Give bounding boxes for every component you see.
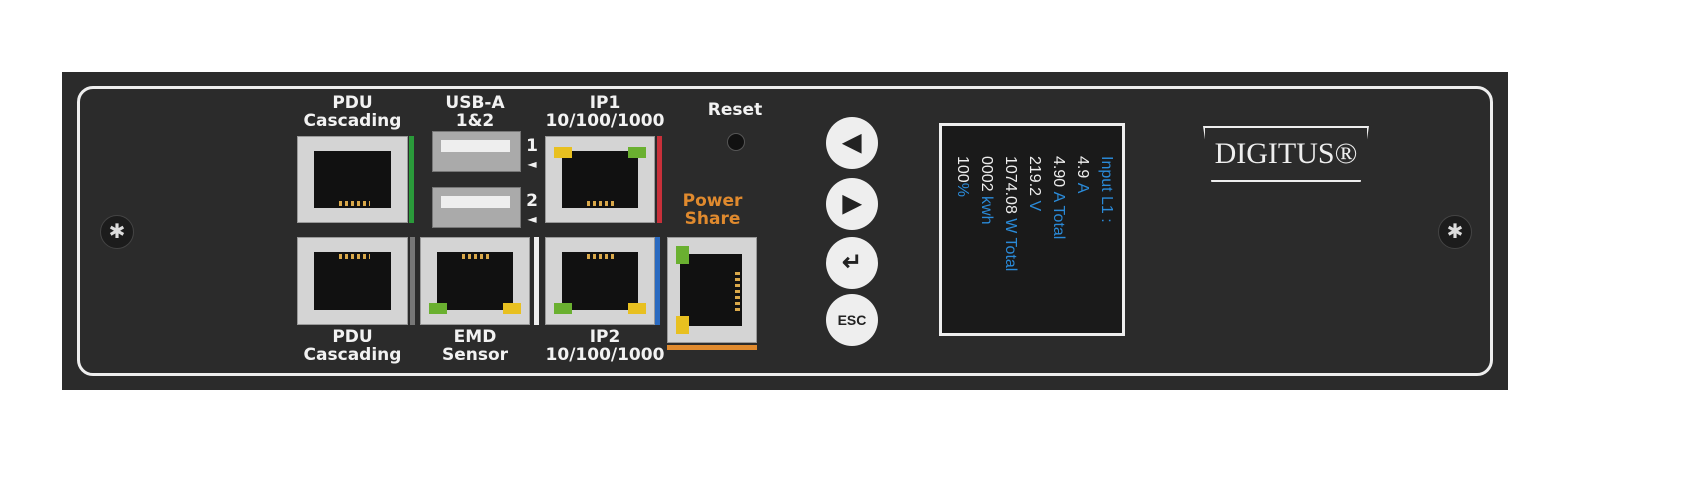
port-pins — [339, 201, 370, 206]
activity-led — [628, 303, 646, 314]
activity-led — [628, 147, 646, 158]
unit: kwh — [978, 196, 995, 225]
display-line: 219.2 V — [1022, 156, 1046, 271]
label-line: 10/100/1000 — [545, 345, 665, 365]
display-title: Input L1 : — [1098, 156, 1115, 223]
link-led — [554, 147, 572, 158]
value: 0002 — [978, 156, 995, 192]
pdu-cascading-port-top[interactable] — [297, 136, 408, 223]
display-line: 1074.08 W Total — [998, 156, 1022, 271]
pdu-cascading-port-bottom[interactable] — [297, 237, 408, 325]
display-line: 0002 kwh — [974, 156, 998, 271]
usb-1-label: 1 — [526, 136, 538, 156]
left-button[interactable]: ◀ — [826, 117, 878, 169]
label-line: 10/100/1000 — [545, 111, 665, 131]
usb-arrow-icon: ◄ — [527, 157, 537, 171]
right-button[interactable]: ▶ — [826, 178, 878, 230]
label-line: IP1 — [589, 93, 621, 113]
ip2-port[interactable] — [545, 237, 655, 325]
port-socket — [680, 254, 742, 326]
value: 219.2 — [1026, 156, 1043, 197]
port-indicator-green — [409, 136, 414, 223]
lcd-display: Input L1 : 4.9 A 4.90 A Total 219.2 V 10… — [939, 123, 1125, 336]
enter-button[interactable]: ↵ — [826, 237, 878, 289]
port-pins — [587, 254, 618, 259]
usb-port-1[interactable] — [432, 131, 521, 172]
port-pins — [462, 254, 493, 259]
port-indicator-red — [657, 136, 662, 223]
digitus-logo: DIGITUS® — [1203, 126, 1369, 182]
port-pins — [587, 201, 618, 206]
value: 100 — [954, 156, 971, 183]
label-line: IP2 — [589, 327, 621, 347]
unit: A Total — [1050, 191, 1067, 240]
pdu-front-panel — [62, 72, 1508, 390]
link-led — [429, 303, 447, 314]
label-line: USB-A — [445, 93, 505, 113]
port-indicator-white — [534, 237, 539, 325]
unit: % — [954, 182, 971, 197]
ip1-port[interactable] — [545, 136, 655, 223]
label-line: PDU — [332, 327, 373, 347]
label-line: 1&2 — [455, 111, 495, 131]
power-share-port[interactable] — [667, 237, 757, 343]
unit: A — [1074, 182, 1091, 194]
label-line: Cascading — [303, 111, 402, 131]
label-line: Cascading — [303, 345, 402, 365]
port-socket — [314, 252, 391, 310]
value: 4.9 — [1074, 156, 1091, 179]
usb-slot — [441, 196, 510, 208]
value: 1074.08 — [1002, 156, 1019, 214]
display-line: 100% — [950, 156, 974, 271]
emd-sensor-port[interactable] — [420, 237, 530, 325]
label-line: Sensor — [441, 345, 509, 365]
panel-frame — [77, 86, 1493, 376]
esc-button[interactable]: ESC — [826, 294, 878, 346]
usb-arrow-icon: ◄ — [527, 212, 537, 226]
screw-icon: ✱ — [100, 215, 134, 249]
usb-slot — [441, 140, 510, 152]
value: 4.90 — [1050, 156, 1067, 188]
port-pins — [339, 254, 370, 259]
port-indicator-blue — [655, 237, 660, 325]
display-readout: Input L1 : 4.9 A 4.90 A Total 219.2 V 10… — [950, 156, 1118, 271]
activity-led — [676, 316, 689, 334]
port-socket — [314, 151, 391, 208]
usb-port-2[interactable] — [432, 187, 521, 228]
label-line: PDU — [332, 93, 373, 113]
reset-label: Reset — [707, 100, 763, 120]
port-pins — [735, 269, 740, 311]
port-indicator-orange — [667, 345, 757, 350]
display-line: 4.90 A Total — [1046, 156, 1070, 271]
usb-2-label: 2 — [526, 191, 538, 211]
unit: V — [1026, 200, 1043, 212]
link-led — [554, 303, 572, 314]
unit: W Total — [1002, 218, 1019, 272]
link-led — [676, 246, 689, 264]
activity-led — [503, 303, 521, 314]
label-line: Share — [684, 209, 741, 229]
port-socket — [437, 252, 513, 310]
port-socket — [562, 252, 638, 310]
label-line: Power — [682, 191, 743, 211]
display-line: 4.9 A — [1070, 156, 1094, 271]
port-indicator-grey — [410, 237, 415, 325]
port-socket — [562, 151, 638, 208]
screw-icon: ✱ — [1438, 215, 1472, 249]
reset-button[interactable] — [727, 133, 745, 151]
label-line: EMD — [453, 327, 497, 347]
